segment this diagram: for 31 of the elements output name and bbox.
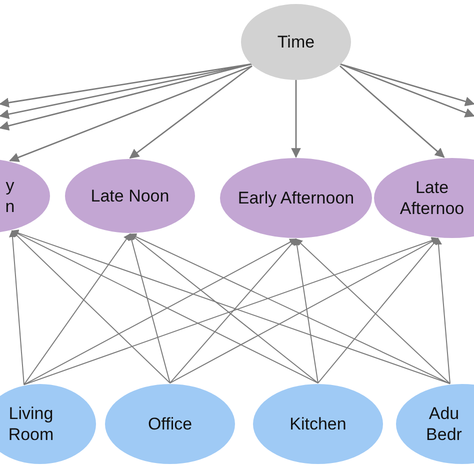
node-label: Kitchen: [288, 414, 348, 434]
arrow: [340, 65, 445, 158]
arrow: [435, 238, 450, 384]
arrow: [318, 238, 438, 384]
arrow: [340, 63, 474, 118]
arrow: [0, 63, 252, 120]
node-label: Adu Bedr: [425, 403, 463, 445]
arrow: [340, 63, 474, 106]
arrow: [11, 230, 318, 384]
arrow: [0, 63, 252, 131]
arrow: [294, 238, 318, 384]
node-label: Living Room: [7, 403, 55, 445]
arrow: [24, 238, 297, 386]
arrow: [129, 65, 252, 159]
node-label: Office: [146, 414, 194, 434]
arrow: [9, 65, 252, 162]
arrow: [129, 234, 318, 384]
arrow: [296, 238, 450, 384]
arrow: [9, 230, 24, 386]
arrow: [291, 80, 301, 158]
arrow: [128, 233, 170, 384]
arrow: [129, 234, 450, 384]
node-label: Early Afternoon: [236, 188, 356, 208]
arrow: [0, 63, 252, 108]
node-label: Late Noon: [90, 186, 170, 206]
arrow: [12, 230, 170, 384]
node-label: Late Afternoo: [398, 177, 466, 219]
node-label: Time: [276, 32, 316, 52]
arrow: [170, 238, 296, 384]
arrow: [24, 233, 130, 386]
node-label: y n: [4, 175, 16, 217]
